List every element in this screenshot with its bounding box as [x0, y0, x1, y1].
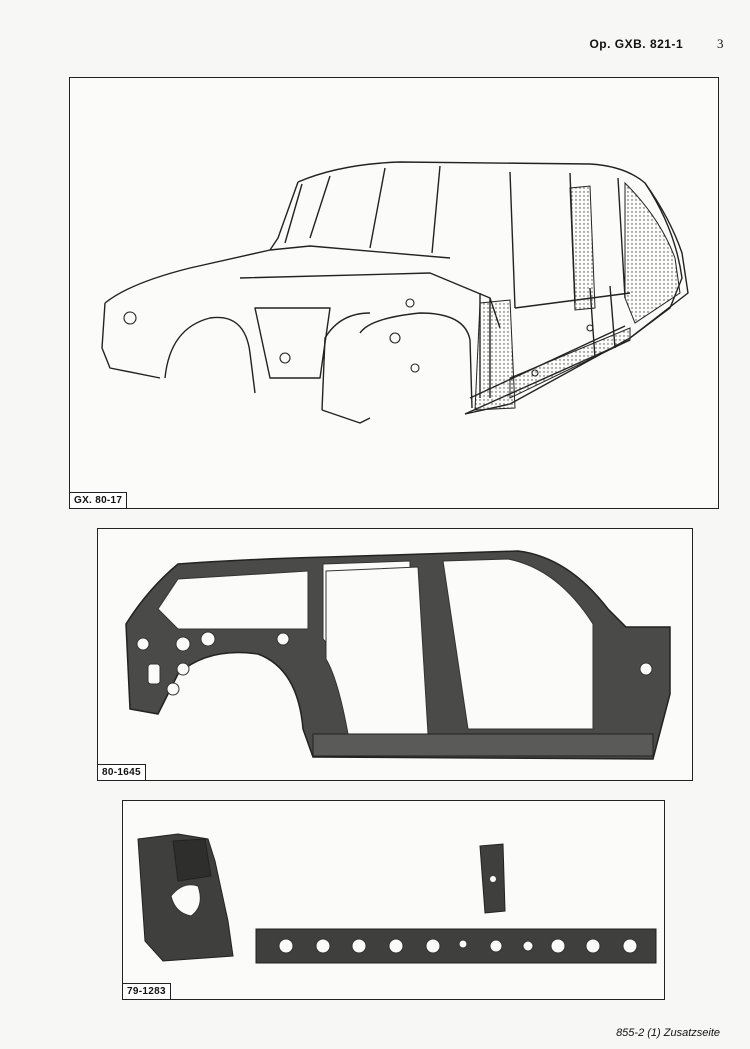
figure-label: 80-1645 — [98, 764, 146, 780]
page-footer: 855-2 (1) Zusatzseite — [616, 1027, 720, 1039]
side-panel-photo — [125, 550, 671, 760]
figure-repair-parts: 79-1283 — [122, 800, 665, 1000]
figure-side-panel: 80-1645 — [97, 528, 693, 781]
page-header: Op. GXB. 821-1 3 — [589, 36, 724, 52]
figure-body-shell: GX. 80-17 — [69, 77, 719, 509]
document-reference: Op. GXB. 821-1 — [589, 37, 684, 51]
figure-label: GX. 80-17 — [70, 492, 128, 508]
body-shell-drawing — [101, 161, 689, 424]
figure-label: 79-1283 — [123, 983, 171, 999]
page-number: 3 — [717, 36, 724, 51]
repair-parts-photo — [137, 833, 657, 964]
